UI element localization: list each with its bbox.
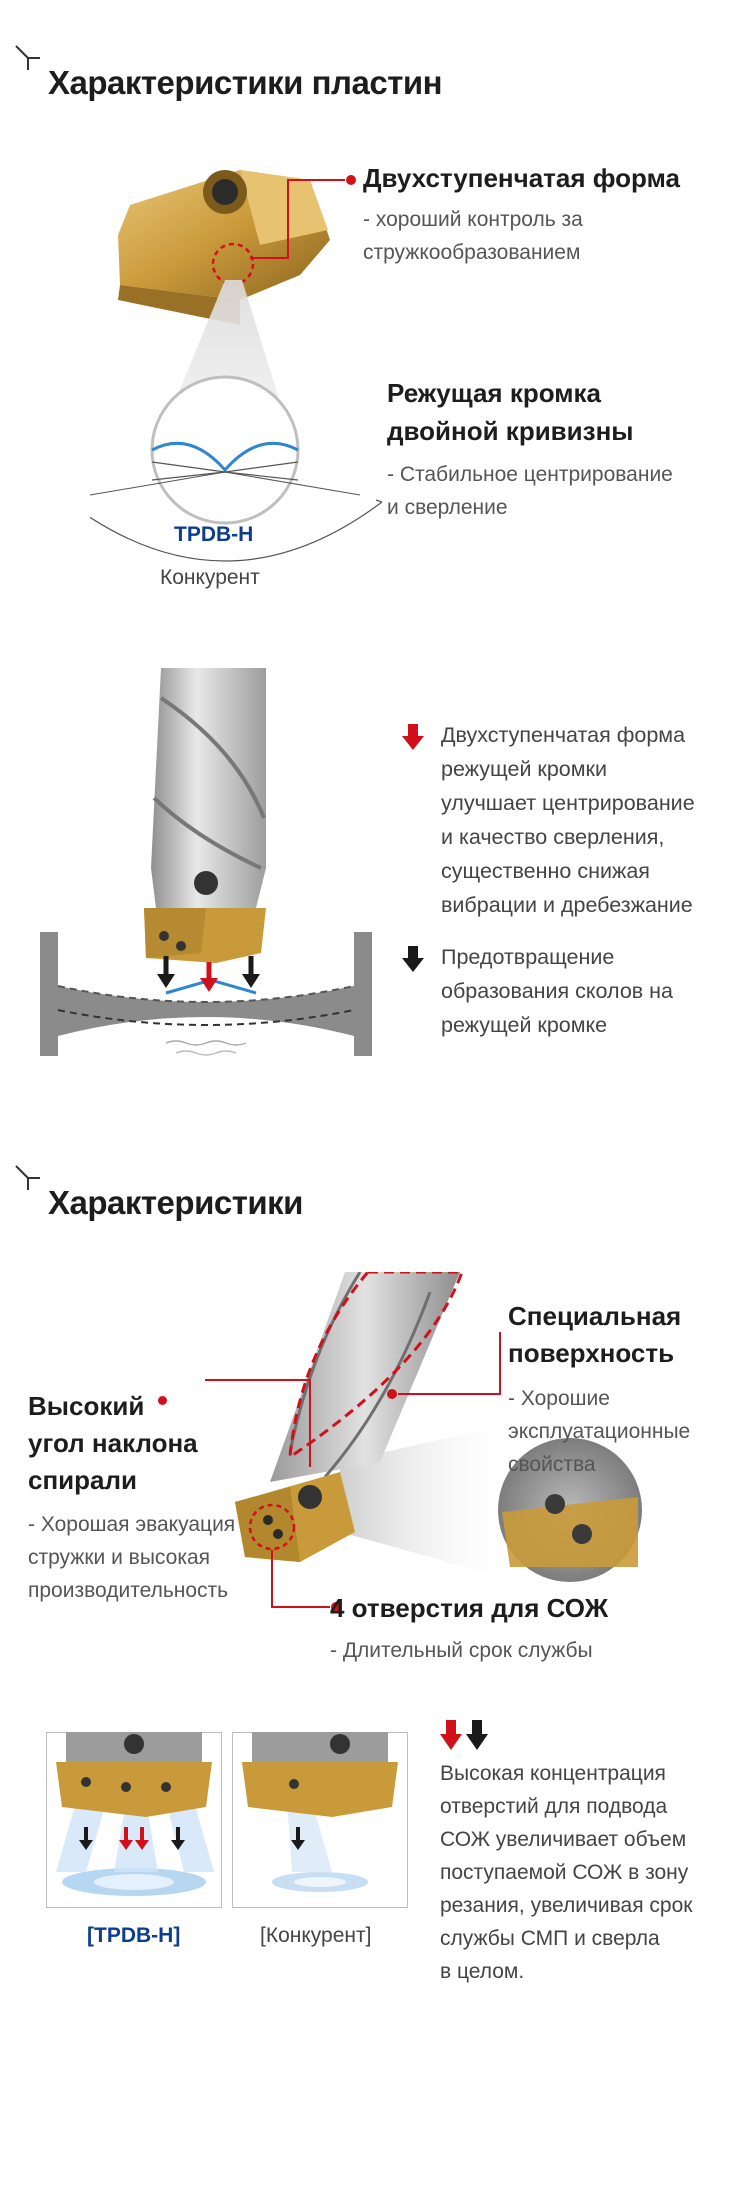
feature-helix-angle-desc: - Хорошая эвакуация стружки и высокая пр… (28, 1513, 236, 1602)
feature-double-curve-desc: - Стабильное центрирование и сверление (387, 463, 673, 519)
drill-workpiece-illustration (40, 668, 372, 1056)
red-black-arrows-icon (440, 1720, 488, 1750)
insert-illustration (90, 170, 383, 562)
section-corner-icon (15, 45, 40, 70)
coolant-concentration-note: Высокая концентрация отверстий для подво… (440, 1762, 693, 1983)
section2-title: Характеристики (48, 1184, 303, 1221)
feature-coolant-holes-desc: - Длительный срок службы (330, 1639, 593, 1662)
feature-special-surface-desc: - Хорошие эксплуатационные свойства (508, 1387, 691, 1476)
feature-special-surface-title: Специальная поверхность (508, 1301, 682, 1368)
point-chipping-prevention: Предотвращение образования сколов на реж… (441, 945, 674, 1037)
feature-two-step-title: Двухступенчатая форма (363, 163, 680, 193)
label-tpdb-h: TPDB-H (174, 523, 254, 546)
label-competitor-bracket: [Конкурент] (260, 1924, 372, 1947)
coolant-tpdb-image (46, 1732, 222, 1908)
black-arrow-icon (402, 946, 424, 972)
feature-double-curve-title: Режущая кромка двойной кривизны (387, 378, 634, 446)
feature-coolant-holes-title: 4 отверстия для СОЖ (330, 1593, 609, 1623)
drill-features-illustration (205, 1272, 642, 1612)
point-two-step-edge: Двухступенчатая форма режущей кромки улу… (441, 723, 695, 917)
section-corner-icon (15, 1165, 40, 1190)
red-arrow-icon (402, 724, 424, 750)
feature-two-step-desc: - хороший контроль за стружкообразование… (363, 208, 583, 264)
label-competitor: Конкурент (160, 566, 260, 589)
label-tpdb-bracket: [TPDB-H] (87, 1924, 181, 1947)
section1-title: Характеристики пластин (48, 64, 443, 101)
helix-leader-dot (158, 1396, 167, 1405)
coolant-competitor-image (232, 1732, 408, 1908)
feature-helix-angle-title: Высокий угол наклона спирали (28, 1391, 198, 1495)
